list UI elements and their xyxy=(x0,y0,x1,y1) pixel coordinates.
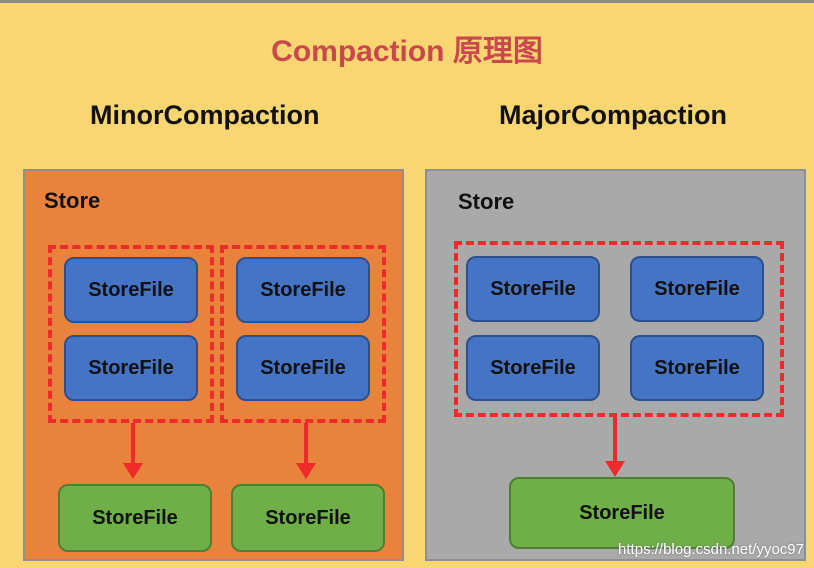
watermark-url: https://blog.csdn.net/yyoc97 xyxy=(618,541,804,558)
minor-compaction-group-2 xyxy=(220,245,386,423)
storefile-input: StoreFile xyxy=(64,335,198,401)
major-compaction-heading: MajorCompaction xyxy=(499,100,728,130)
diagram-title: Compaction 原理图 xyxy=(271,35,543,68)
storefile-input: StoreFile xyxy=(630,256,764,322)
store-label: Store xyxy=(458,189,515,214)
storefile-input: StoreFile xyxy=(630,335,764,401)
storefile-input: StoreFile xyxy=(466,256,600,322)
top-border-line xyxy=(0,0,814,3)
storefile-input: StoreFile xyxy=(236,335,370,401)
storefile-output: StoreFile xyxy=(58,484,212,552)
storefile-output: StoreFile xyxy=(231,484,385,552)
minor-store-panel: Store StoreFile StoreFile StoreFile Stor… xyxy=(23,169,404,561)
compaction-arrow xyxy=(605,417,625,477)
storefile-input: StoreFile xyxy=(236,257,370,323)
minor-compaction-group-1 xyxy=(48,245,214,423)
compaction-arrow xyxy=(123,423,143,479)
minor-compaction-heading: MinorCompaction xyxy=(90,100,320,130)
storefile-input: StoreFile xyxy=(64,257,198,323)
major-store-panel: Store StoreFile StoreFile StoreFile Stor… xyxy=(425,169,806,561)
store-label: Store xyxy=(44,188,101,213)
storefile-output: StoreFile xyxy=(509,477,735,549)
storefile-input: StoreFile xyxy=(466,335,600,401)
major-compaction-group xyxy=(454,241,784,417)
compaction-arrow xyxy=(296,423,316,479)
